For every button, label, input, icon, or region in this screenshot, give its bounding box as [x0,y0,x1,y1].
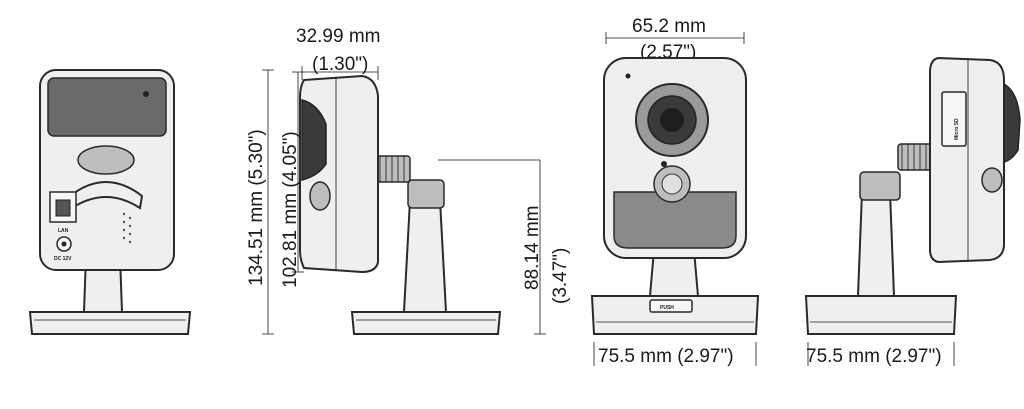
stand-height-in: (3.47") [550,248,571,304]
right-stand-collar [859,171,901,201]
microsd-label: Micro SD [954,118,960,140]
rear-hinge [77,145,135,175]
side-stand-collar [407,179,445,209]
side-neck [375,155,411,183]
side-lens-bump [301,99,327,181]
stand-height-mm: 88.14 mm [522,206,543,290]
side-view: 32.99 mm (1.30") 134.51 mm (5.30") 102.8… [246,26,571,335]
dc-label: DC 12V [54,256,72,262]
lan-label: LAN [58,228,69,234]
front-width-mm: 65.2 mm [632,16,706,37]
rear-base [28,311,192,335]
rear-top-panel [47,77,167,137]
lan-port [49,191,77,223]
total-height: 134.51 mm (5.30") [246,129,267,286]
push-button [649,299,693,313]
base-width-side: 75.5 mm (2.97") [806,346,942,367]
right-stand [856,191,896,297]
side-base [350,311,502,335]
body-height: 102.81 mm (4.05") [280,131,301,288]
push-label: PUSH [660,305,674,311]
side-depth-mm: 32.99 mm [296,26,380,47]
side-stand [402,199,448,313]
base-width-front: 75.5 mm (2.97") [598,346,734,367]
speaker-grille [122,212,132,244]
side-depth-in: (1.30") [312,54,368,75]
front-view: 65.2 mm (2.57") PUSH 75.5 mm (2.97") [590,16,760,367]
front-base [590,295,760,335]
right-side-view: Micro SD 75.5 mm (2.97") [804,56,1021,367]
right-base [804,295,958,335]
rear-view: LAN DC 12V [28,69,192,335]
microsd-slot [941,91,967,147]
right-body [929,56,1005,264]
front-lower-panel [613,191,737,249]
right-neck [897,143,933,171]
right-lens-bump [1003,82,1021,163]
